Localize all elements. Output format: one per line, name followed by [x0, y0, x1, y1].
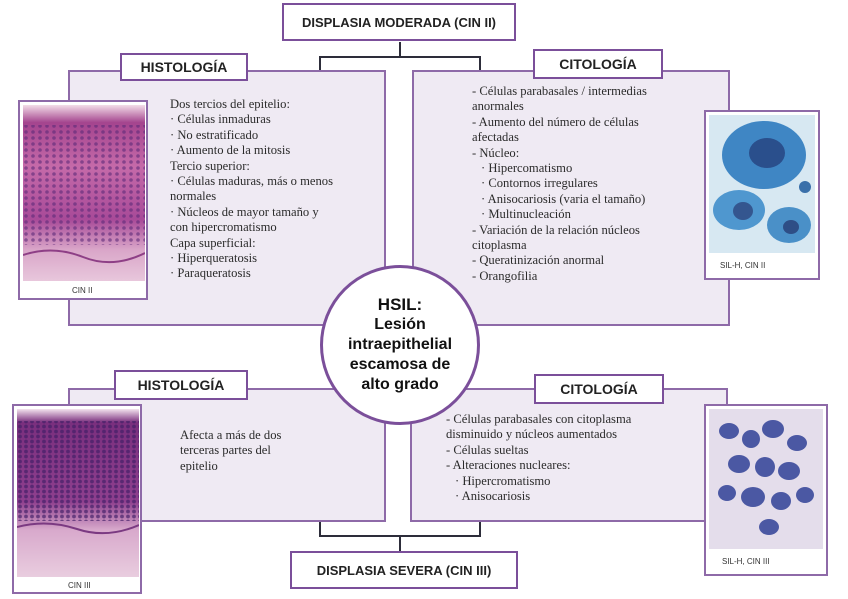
text-line: epitelio	[180, 459, 380, 474]
text-line: · Hipercomatismo	[472, 161, 707, 176]
cytology-text-cin2: - Células parabasales / intermedias anor…	[472, 84, 707, 284]
cytology-caption-cin3: SIL-H, CIN III	[722, 557, 770, 566]
cytology-label-cin3: CITOLOGÍA	[534, 374, 664, 404]
text-line: · Núcleos de mayor tamaño y	[170, 205, 385, 220]
text-line: - Alteraciones nucleares:	[446, 458, 706, 473]
top-title: DISPLASIA MODERADA (CIN II)	[302, 15, 496, 30]
text-line: - Células parabasales con citoplasma	[446, 412, 706, 427]
text-line: - Núcleo:	[472, 146, 707, 161]
text-line: - Aumento del número de células	[472, 115, 707, 130]
connector-bottom-left	[320, 522, 400, 551]
text-line: Capa superficial:	[170, 236, 385, 251]
cytology-image-cin2: SIL-H, CIN II	[704, 110, 820, 280]
connector-bottom-right	[400, 522, 480, 536]
text-line: · Células inmaduras	[170, 112, 385, 127]
text-line: terceras partes del	[180, 443, 380, 458]
text-line: · Anisocariosis	[446, 489, 706, 504]
text-line: · No estratificado	[170, 128, 385, 143]
center-circle-hsil: HSIL: Lesión intraepithelial escamosa de…	[320, 265, 480, 425]
text-line: · Anisocariosis (varia el tamaño)	[472, 192, 707, 207]
center-line: alto grado	[361, 375, 438, 395]
histology-label-cin3: HISTOLOGÍA	[114, 370, 248, 400]
histology-text-cin2: Dos tercios del epitelio: · Células inma…	[170, 97, 385, 282]
cytology-micrograph-cin2	[709, 115, 815, 253]
histology-label-cin2: HISTOLOGÍA	[120, 53, 248, 81]
text-line: · Contornos irregulares	[472, 176, 707, 191]
histology-micrograph-cin3	[17, 409, 139, 577]
text-line: normales	[170, 189, 385, 204]
text-line: anormales	[472, 99, 707, 114]
text-line: - Variación de la relación núcleos	[472, 223, 707, 238]
connector-top-left	[320, 42, 400, 72]
cytology-label-cin2: CITOLOGÍA	[533, 49, 663, 79]
cytology-caption-cin2: SIL-H, CIN II	[720, 261, 765, 270]
histology-caption-cin3: CIN III	[68, 581, 91, 590]
cytology-micrograph-cin3	[709, 409, 823, 549]
text-line: · Hipercromatismo	[446, 474, 706, 489]
cytology-text-cin3: - Células parabasales con citoplasma dis…	[446, 412, 706, 504]
text-line: Afecta a más de dos	[180, 428, 380, 443]
text-line: · Aumento de la mitosis	[170, 143, 385, 158]
histology-micrograph-cin2	[23, 105, 145, 281]
text-line: - Queratinización anormal	[472, 253, 707, 268]
text-line: Dos tercios del epitelio:	[170, 97, 385, 112]
histology-image-cin3: CIN III	[12, 404, 142, 594]
bottom-title: DISPLASIA SEVERA (CIN III)	[317, 563, 492, 578]
text-line: - Células parabasales / intermedias	[472, 84, 707, 99]
center-title: HSIL:	[378, 295, 422, 315]
text-line: · Células maduras, más o menos	[170, 174, 385, 189]
histology-text-cin3: Afecta a más de dos terceras partes del …	[180, 428, 380, 474]
text-line: afectadas	[472, 130, 707, 145]
text-line: - Orangofilia	[472, 269, 707, 284]
text-line: con hipercromatismo	[170, 220, 385, 235]
center-line: Lesión	[374, 315, 426, 335]
cytology-image-cin3: SIL-H, CIN III	[704, 404, 828, 576]
bottom-title-box: DISPLASIA SEVERA (CIN III)	[290, 551, 518, 589]
text-line: · Hiperqueratosis	[170, 251, 385, 266]
text-line: disminuido y núcleos aumentados	[446, 427, 706, 442]
top-title-box: DISPLASIA MODERADA (CIN II)	[282, 3, 516, 41]
histology-caption-cin2: CIN II	[72, 286, 92, 295]
center-line: intraepithelial	[348, 335, 452, 355]
text-line: Tercio superior:	[170, 159, 385, 174]
center-line: escamosa de	[350, 355, 451, 375]
text-line: citoplasma	[472, 238, 707, 253]
text-line: - Células sueltas	[446, 443, 706, 458]
histology-image-cin2: CIN II	[18, 100, 148, 300]
text-line: · Multinucleación	[472, 207, 707, 222]
